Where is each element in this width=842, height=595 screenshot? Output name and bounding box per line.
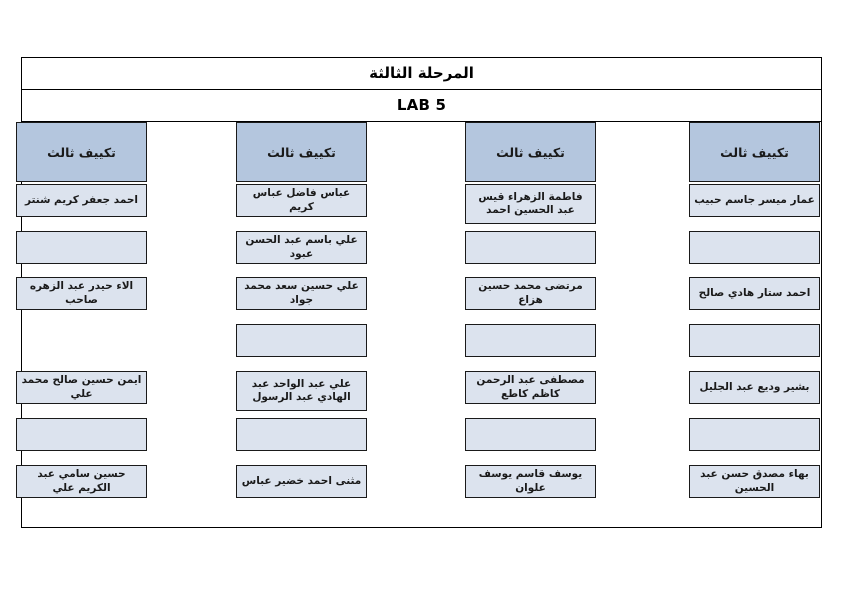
title-row-stage: المرحلة الثالثة xyxy=(22,58,821,90)
student-name-cell: مصطفى عبد الرحمن كاظم كاطع xyxy=(465,371,596,404)
student-name-cell: الاء حيدر عبد الزهره صاحب xyxy=(16,277,147,310)
empty-name-cell xyxy=(465,231,596,264)
page-title: المرحلة الثالثة xyxy=(369,64,474,82)
student-name-cell: عباس فاضل عباس كريم xyxy=(236,184,367,217)
student-name-cell: حسين سامي عبد الكريم علي xyxy=(16,465,147,498)
empty-name-cell xyxy=(236,324,367,357)
empty-name-cell xyxy=(16,418,147,451)
student-name-cell: علي عبد الواحد عبد الهادي عبد الرسول xyxy=(236,371,367,411)
student-name-cell: مثنى احمد خضير عباس xyxy=(236,465,367,498)
student-name-cell: يوسف قاسم يوسف علوان xyxy=(465,465,596,498)
student-name-cell: ايمن حسين صالح محمد علي xyxy=(16,371,147,404)
column-header-2: تكييف ثالث xyxy=(465,122,596,182)
empty-name-cell xyxy=(689,231,820,264)
student-name-cell: علي حسين سعد محمد جواد xyxy=(236,277,367,310)
empty-name-cell xyxy=(689,324,820,357)
student-name-cell: عمار ميسر جاسم حبيب xyxy=(689,184,820,217)
student-name-cell: فاطمة الزهراء قيس عبد الحسين احمد xyxy=(465,184,596,224)
student-name-cell: علي باسم عبد الحسن عبود xyxy=(236,231,367,264)
column-header-1: تكييف ثالث xyxy=(689,122,820,182)
empty-name-cell xyxy=(236,418,367,451)
student-name-cell: احمد جعفر كريم شنتر xyxy=(16,184,147,217)
lab-label: LAB 5 xyxy=(396,96,447,114)
student-name-cell: بهاء مصدق حسن عبد الحسين xyxy=(689,465,820,498)
student-name-cell: احمد ستار هادي صالح xyxy=(689,277,820,310)
empty-name-cell xyxy=(16,231,147,264)
empty-name-cell xyxy=(689,418,820,451)
student-name-cell: مرتضى محمد حسين هزاع xyxy=(465,277,596,310)
student-name-cell: بشير وديع عبد الجليل xyxy=(689,371,820,404)
column-header-4: تكييف ثالث xyxy=(16,122,147,182)
title-row-lab: LAB 5 xyxy=(22,90,821,122)
column-header-3: تكييف ثالث xyxy=(236,122,367,182)
empty-name-cell xyxy=(465,418,596,451)
empty-name-cell xyxy=(465,324,596,357)
